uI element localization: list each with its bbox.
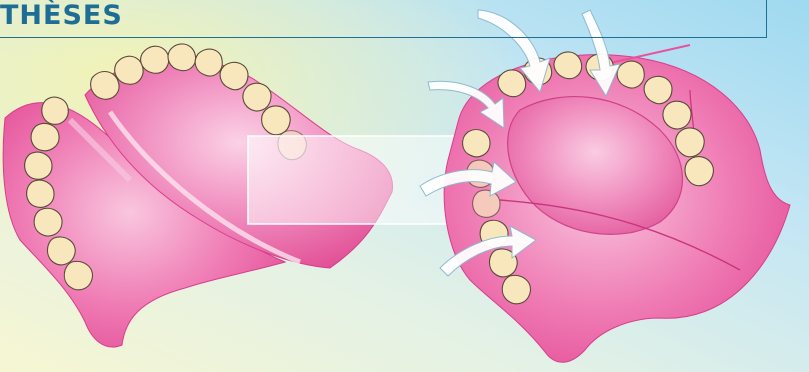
assembled-denture-icon	[444, 45, 790, 362]
page-title: THÈSES	[0, 0, 123, 31]
